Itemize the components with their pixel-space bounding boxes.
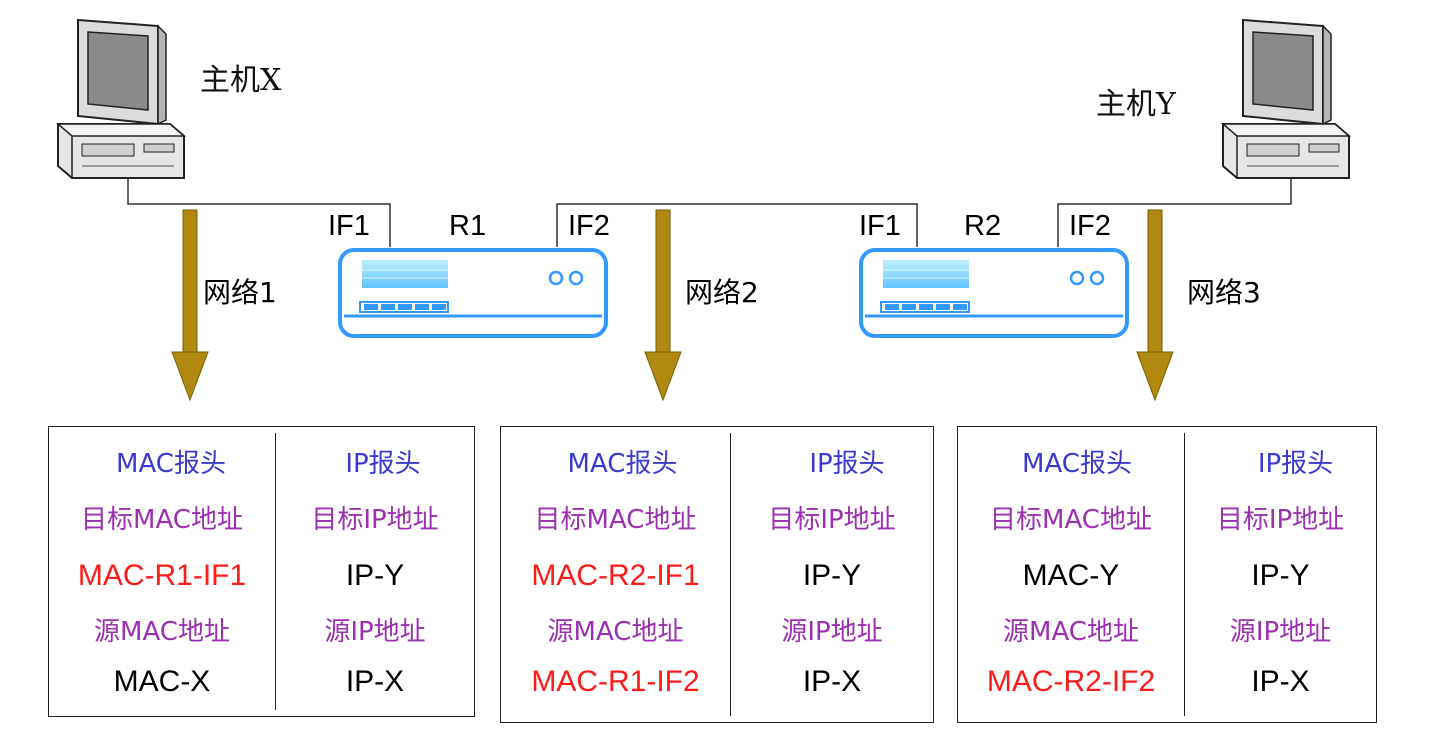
dst-ip-value: IP-Y — [345, 559, 405, 592]
src-ip-value: IP-X — [1251, 665, 1310, 698]
src-ip-label: 源IP地址 — [324, 617, 426, 647]
dst-mac-value: MAC-R2-IF1 — [531, 559, 700, 592]
dst-mac-label: 目标MAC地址 — [534, 505, 697, 535]
dst-mac-label: 目标MAC地址 — [990, 505, 1152, 535]
ip-header-title: IP报头 — [809, 449, 885, 479]
link-r1-r2 — [556, 203, 918, 247]
r2-name-label: R2 — [964, 210, 1002, 242]
mac-header-column: MAC报头 目标MAC地址 MAC-R2-IF1 源MAC地址 MAC-R1-I… — [501, 427, 730, 722]
ip-header-title: IP报头 — [345, 449, 421, 479]
r1-name-label: R1 — [449, 210, 487, 242]
r2-if2-label: IF2 — [1069, 210, 1111, 242]
network-3-label: 网络3 — [1187, 276, 1261, 309]
src-mac-value: MAC-R1-IF2 — [531, 665, 700, 698]
host-x-label: 主机X — [200, 63, 282, 98]
src-ip-label: 源IP地址 — [781, 617, 883, 647]
mac-header-title: MAC报头 — [567, 449, 678, 479]
frame-table-network-1: MAC报头 目标MAC地址 MAC-R1-IF1 源MAC地址 MAC-X IP… — [48, 426, 475, 717]
dst-ip-value: IP-Y — [802, 559, 862, 592]
dst-mac-value: MAC-R1-IF1 — [77, 559, 247, 592]
ip-header-column: IP报头 目标IP地址 IP-Y 源IP地址 IP-X — [1185, 427, 1376, 722]
host-x-computer-icon — [57, 19, 185, 179]
dst-ip-label: 目标IP地址 — [768, 505, 896, 535]
link-hostx-r1 — [127, 170, 391, 247]
router-r1-icon — [338, 248, 608, 338]
network-3-arrow-icon — [1136, 209, 1174, 401]
dst-ip-label: 目标IP地址 — [1216, 505, 1345, 535]
src-mac-label: 源MAC地址 — [547, 617, 684, 647]
network-2-arrow-icon — [644, 209, 682, 401]
mac-header-column: MAC报头 目标MAC地址 MAC-R1-IF1 源MAC地址 MAC-X — [49, 427, 275, 716]
ip-header-title: IP报头 — [1257, 449, 1334, 479]
dst-mac-label: 目标MAC地址 — [81, 505, 243, 535]
r2-if1-label: IF1 — [859, 210, 901, 242]
frame-table-network-2: MAC报头 目标MAC地址 MAC-R2-IF1 源MAC地址 MAC-R1-I… — [500, 426, 934, 723]
ip-header-column: IP报头 目标IP地址 IP-Y 源IP地址 IP-X — [276, 427, 474, 716]
column-divider — [730, 433, 731, 716]
mac-header-title: MAC报头 — [1022, 449, 1132, 479]
network-2-label: 网络2 — [685, 276, 759, 309]
link-r2-hosty — [1057, 170, 1292, 247]
host-y-computer-icon — [1222, 19, 1350, 179]
src-mac-label: 源MAC地址 — [1003, 617, 1139, 647]
src-mac-label: 源MAC地址 — [94, 617, 230, 647]
router-r2-icon — [859, 248, 1129, 338]
dst-ip-label: 目标IP地址 — [311, 505, 439, 535]
src-mac-value: MAC-X — [113, 665, 211, 698]
dst-ip-value: IP-Y — [1251, 559, 1310, 592]
dst-mac-value: MAC-Y — [1022, 559, 1120, 592]
r1-if1-label: IF1 — [328, 210, 370, 242]
src-mac-value: MAC-R2-IF2 — [986, 665, 1156, 698]
host-y-label: 主机Y — [1096, 87, 1176, 122]
column-divider — [1184, 433, 1185, 716]
network-1-label: 网络1 — [203, 276, 277, 309]
src-ip-value: IP-X — [802, 665, 862, 698]
mac-header-column: MAC报头 目标MAC地址 MAC-Y 源MAC地址 MAC-R2-IF2 — [958, 427, 1184, 722]
mac-header-title: MAC报头 — [116, 449, 226, 479]
ip-header-column: IP报头 目标IP地址 IP-Y 源IP地址 IP-X — [731, 427, 933, 722]
r1-if2-label: IF2 — [568, 210, 610, 242]
src-ip-label: 源IP地址 — [1229, 617, 1332, 647]
src-ip-value: IP-X — [345, 665, 405, 698]
column-divider — [275, 433, 276, 710]
frame-table-network-3: MAC报头 目标MAC地址 MAC-Y 源MAC地址 MAC-R2-IF2 IP… — [957, 426, 1377, 723]
